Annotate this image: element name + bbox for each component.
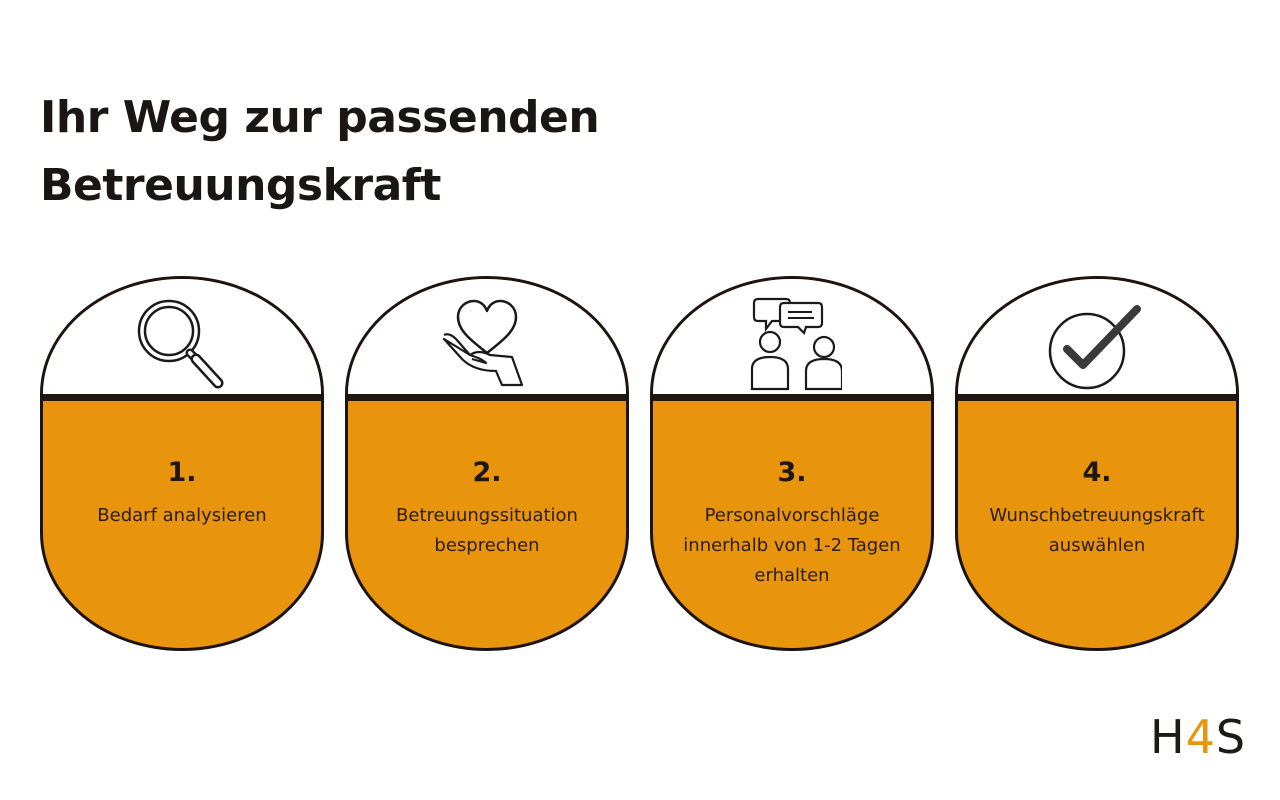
step-description: Bedarf analysieren (53, 501, 311, 531)
brand-logo: H4S (1150, 710, 1246, 764)
conversation-icon (750, 297, 842, 391)
step-description-line: Betreuungssituation (396, 505, 578, 526)
step-card-2: 2. Betreuungssituation besprechen (345, 276, 629, 651)
step-description: Wunschbetreuungskraft auswählen (968, 501, 1226, 561)
logo-number-4: 4 (1185, 710, 1216, 764)
step-description-line: Wunschbetreuungskraft (989, 505, 1205, 526)
step-number: 3. (777, 457, 807, 488)
step-card-icon-area (958, 279, 1236, 401)
title-line-1: Ihr Weg zur passenden (40, 92, 600, 143)
magnifier-icon (137, 299, 224, 389)
step-description-line: innerhalb von 1-2 Tagen (683, 535, 901, 556)
step-description-line: Personalvorschläge (704, 505, 880, 526)
page-title: Ihr Weg zur passenden Betreuungskraft (40, 84, 600, 220)
step-description-line: besprechen (434, 535, 540, 556)
step-card-3: 3. Personalvorschläge innerhalb von 1-2 … (650, 276, 934, 651)
step-card-icon-area (43, 279, 321, 401)
step-number: 4. (1082, 457, 1112, 488)
step-description: Personalvorschläge innerhalb von 1-2 Tag… (663, 501, 921, 591)
step-number: 1. (167, 457, 197, 488)
step-card-icon-area (653, 279, 931, 401)
heart-in-hand-icon (442, 299, 524, 387)
step-description-line: auswählen (1048, 535, 1146, 556)
step-number: 2. (472, 457, 502, 488)
logo-letter-s: S (1215, 710, 1247, 764)
step-card-1: 1. Bedarf analysieren (40, 276, 324, 651)
checkmark-circle-icon (1048, 305, 1141, 390)
step-card-4: 4. Wunschbetreuungskraft auswählen (955, 276, 1239, 651)
title-line-2: Betreuungskraft (40, 160, 441, 211)
step-description: Betreuungssituation besprechen (358, 501, 616, 561)
step-description-line: Bedarf analysieren (97, 505, 267, 526)
step-card-icon-area (348, 279, 626, 401)
logo-letter-h: H (1150, 710, 1186, 764)
step-description-line: erhalten (754, 565, 830, 586)
